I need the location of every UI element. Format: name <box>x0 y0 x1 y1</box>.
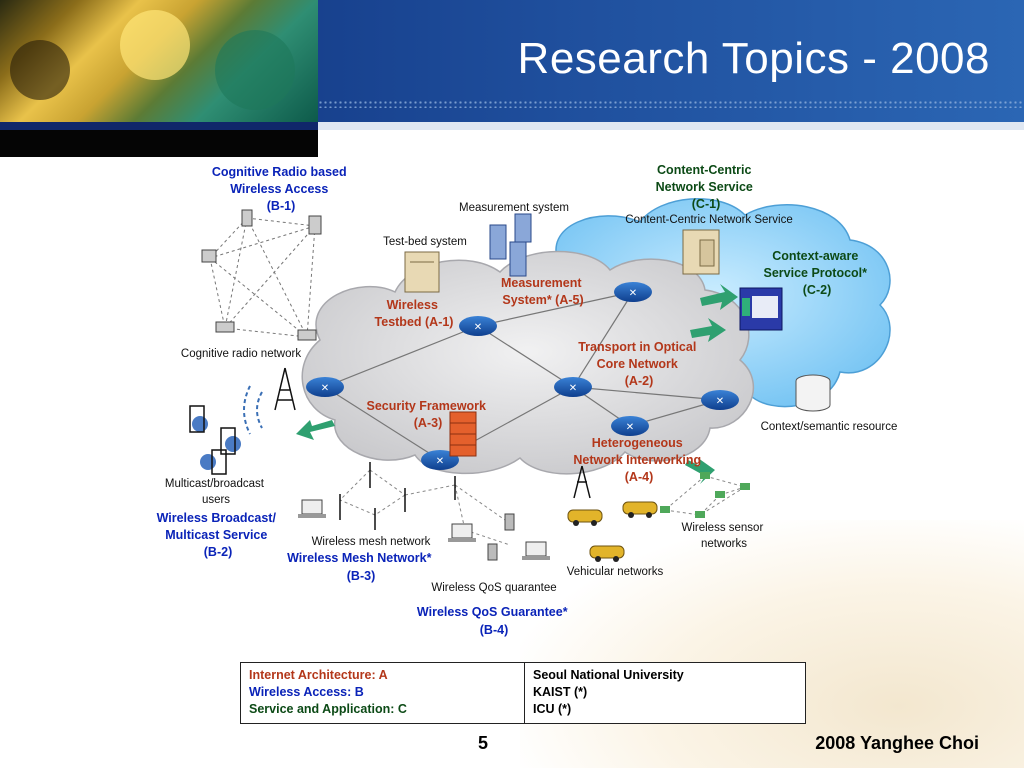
legend-item: Wireless Access: B <box>249 685 364 699</box>
label-measurement-topic: Measurement System* (A-5) <box>501 276 585 307</box>
database-icon <box>795 374 831 412</box>
mesh-network <box>339 469 511 546</box>
label-content-centric-service: Content-Centric Network Service (C-1) <box>656 163 757 211</box>
radio-device-icon <box>215 321 235 333</box>
slide-title: Research Topics - 2008 <box>517 34 990 83</box>
label-wireless-broadcast: Wireless Broadcast/ Multicast Service (B… <box>157 511 280 559</box>
label-cognitive-radio-network: Cognitive radio network <box>181 348 301 360</box>
header-dot-strip <box>318 100 1024 108</box>
arrow-icon <box>690 318 726 342</box>
router-icon: ✕ <box>306 377 344 397</box>
footer-author: 2008 Yanghee Choi <box>815 733 979 753</box>
signal-waves-icon <box>243 385 263 435</box>
legend-item: Internet Architecture: A <box>249 668 388 682</box>
laptop-icon <box>298 499 326 518</box>
svg-text:✕: ✕ <box>626 422 634 433</box>
sensor-node-icon <box>715 491 725 498</box>
label-qos: Wireless QoS Guarantee* (B-4) <box>417 605 571 637</box>
router-icon: ✕ <box>554 377 592 397</box>
phone-icon <box>504 513 515 531</box>
svg-text:✕: ✕ <box>716 396 724 407</box>
laptop-icon <box>522 541 550 560</box>
legend-item: Seoul National University <box>533 668 684 682</box>
sensor-network <box>664 475 746 516</box>
sensor-node-icon <box>695 511 705 518</box>
cognitive-radio-network <box>209 217 316 338</box>
legend-item: KAIST (*) <box>533 685 588 699</box>
radio-device-icon <box>201 249 217 263</box>
label-content-centric-small: Content-Centric Network Service <box>625 214 792 226</box>
car-icon <box>622 501 658 518</box>
page-number: 5 <box>478 733 489 753</box>
legend-categories: Internet Architecture: A Wireless Access… <box>241 663 525 723</box>
router-icon: ✕ <box>614 282 652 302</box>
firewall-icon <box>449 411 477 457</box>
arrow-icon <box>700 284 738 310</box>
label-testbed-system: Test-bed system <box>383 236 467 248</box>
car-icon <box>567 509 603 526</box>
user-icon <box>220 427 241 455</box>
user-icon <box>200 449 227 475</box>
legend-institutions: Seoul National University KAIST (*) ICU … <box>525 663 805 723</box>
sensor-node-icon <box>700 472 710 479</box>
label-measurement-system: Measurement system <box>459 202 569 214</box>
measurement-server-icon <box>489 213 532 277</box>
label-multicast-users: Multicast/broadcast users <box>165 478 267 506</box>
label-security-framework: Security Framework (A-3) <box>367 399 490 430</box>
label-heterogeneous: Heterogeneous Network Interworking (A-4) <box>573 436 704 484</box>
router-icon: ✕ <box>459 316 497 336</box>
header-photo <box>0 0 318 122</box>
radio-device-icon <box>308 215 322 235</box>
context-device-icon <box>739 287 783 331</box>
user-icon <box>189 405 208 433</box>
svg-text:✕: ✕ <box>474 322 482 333</box>
router-icon: ✕ <box>611 416 649 436</box>
background-wood-corner <box>520 520 1024 768</box>
testbed-server-icon <box>404 251 440 293</box>
label-cognitive-radio-access: Cognitive Radio based Wireless Access (B… <box>212 165 350 213</box>
laptop-icon <box>448 523 476 542</box>
legend-table: Internet Architecture: A Wireless Access… <box>240 662 806 724</box>
broadcast-tower-icon <box>274 367 296 411</box>
label-wireless-mesh-small: Wireless mesh network <box>312 536 431 548</box>
label-wireless-mesh: Wireless Mesh Network* (B-3) <box>287 551 435 583</box>
arrow-icon <box>685 458 715 484</box>
vehicular-tower-icon <box>573 465 591 499</box>
label-wireless-testbed: Wireless Testbed (A-1) <box>375 298 454 329</box>
content-server-icon <box>682 229 720 275</box>
sensor-node-icon <box>740 483 750 490</box>
label-qos-small: Wireless QoS quarantee <box>431 582 556 594</box>
radio-device-icon <box>241 209 253 227</box>
header-black-tab <box>0 130 318 157</box>
label-wireless-sensor: Wireless sensor networks <box>681 522 766 550</box>
arrow-icon <box>296 420 335 440</box>
legend-item: ICU (*) <box>533 702 572 716</box>
svg-text:✕: ✕ <box>321 383 329 394</box>
legend-item: Service and Application: C <box>249 702 407 716</box>
label-context-aware: Context-aware Service Protocol* (C-2) <box>764 249 871 297</box>
phone-icon <box>487 543 498 561</box>
label-context-semantic: Context/semantic resource <box>761 421 898 433</box>
router-icon: ✕ <box>701 390 739 410</box>
svg-text:✕: ✕ <box>629 288 637 299</box>
car-icon <box>589 545 625 562</box>
radio-device-icon <box>297 329 317 341</box>
label-transport-optical: Transport in Optical Core Network (A-2) <box>578 340 700 388</box>
label-vehicular: Vehicular networks <box>567 566 664 578</box>
svg-text:✕: ✕ <box>436 456 444 467</box>
header-rule-light <box>318 122 1024 130</box>
sensor-node-icon <box>660 506 670 513</box>
svg-text:✕: ✕ <box>569 383 577 394</box>
